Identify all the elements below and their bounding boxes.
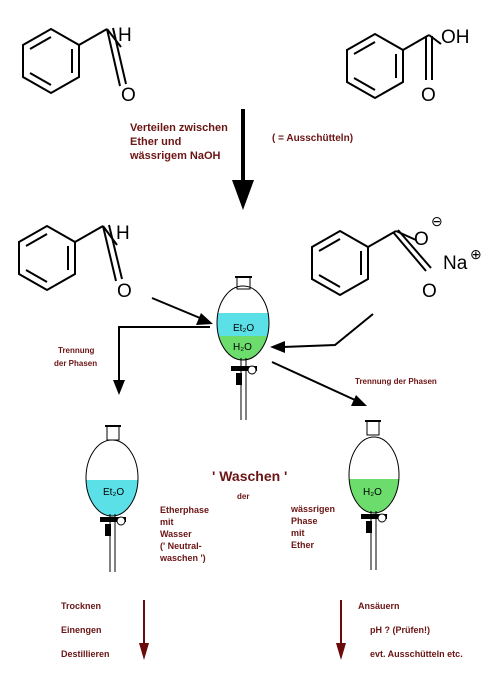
carboxylate-o-label: O (422, 281, 437, 302)
center-ether-phase-label: Et₂O (233, 323, 254, 334)
right-desc-2: Phase (291, 516, 318, 526)
benzaldehyde-middle (18, 224, 123, 292)
separatory-funnel-left (85, 425, 139, 572)
separation-left-line1: Trennung (58, 346, 95, 355)
center-water-phase-label: H₂O (233, 342, 252, 353)
left-ether-phase-label: Et₂O (103, 487, 124, 498)
arrow-to-right-funnel (271, 361, 367, 406)
arrow-benzoate-to-funnel (270, 313, 374, 353)
acid-oh-label: OH (441, 27, 470, 48)
right-down-arrow (336, 600, 346, 660)
step1-line1: Verteilen zwischen (130, 122, 228, 134)
benzaldehyde-top (22, 27, 127, 95)
left-step-2: Einengen (61, 625, 102, 635)
left-desc-2: mit (160, 517, 174, 527)
minus-charge: ⊖ (431, 213, 443, 229)
aldehyde-h-label-2: H (116, 223, 130, 244)
separation-left-line2: der Phasen (54, 359, 97, 368)
sodium-label: Na (443, 253, 468, 274)
right-desc-4: Ether (291, 540, 315, 550)
aldehyde-o-label: O (121, 85, 136, 106)
left-desc-1: Etherphase (160, 505, 209, 515)
arrow-aldehyde-to-funnel (151, 297, 213, 325)
separatory-funnel-center (216, 276, 270, 420)
arrow-to-left-funnel (113, 326, 210, 395)
right-step-2: pH ? (Prüfen!) (370, 625, 430, 635)
right-step-3: evt. Ausschütteln etc. (370, 649, 463, 659)
right-step-1: Ansäuern (358, 601, 400, 611)
carboxylate-o-minus-label: O (414, 229, 429, 250)
right-water-phase-label: H₂O (363, 487, 382, 498)
left-step-3: Destillieren (61, 649, 110, 659)
aldehyde-h-label: H (118, 25, 132, 46)
plus-charge: ⊕ (470, 246, 482, 262)
step1-line3: wässrigem NaOH (129, 150, 221, 162)
right-desc-1: wässrigen (290, 504, 335, 514)
left-desc-3: Wasser (160, 529, 192, 539)
benzoic-acid-top (346, 32, 442, 100)
acid-o-label: O (421, 85, 436, 106)
step1-note: ( = Ausschütteln) (272, 133, 353, 144)
down-arrow-step1 (232, 109, 254, 210)
left-down-arrow (139, 600, 149, 660)
left-desc-5: waschen ') (159, 553, 206, 563)
step1-line2: Ether und (130, 136, 181, 148)
wash-sub: der (237, 492, 249, 501)
sodium-benzoate (311, 229, 432, 297)
wash-title: ' Waschen ' (212, 468, 287, 484)
right-desc-3: mit (291, 528, 305, 538)
left-step-1: Trocknen (61, 601, 101, 611)
separation-right-label: Trennung der Phasen (355, 377, 437, 386)
left-desc-4: (' Neutral- (160, 541, 202, 551)
aldehyde-o-label-2: O (117, 281, 132, 302)
